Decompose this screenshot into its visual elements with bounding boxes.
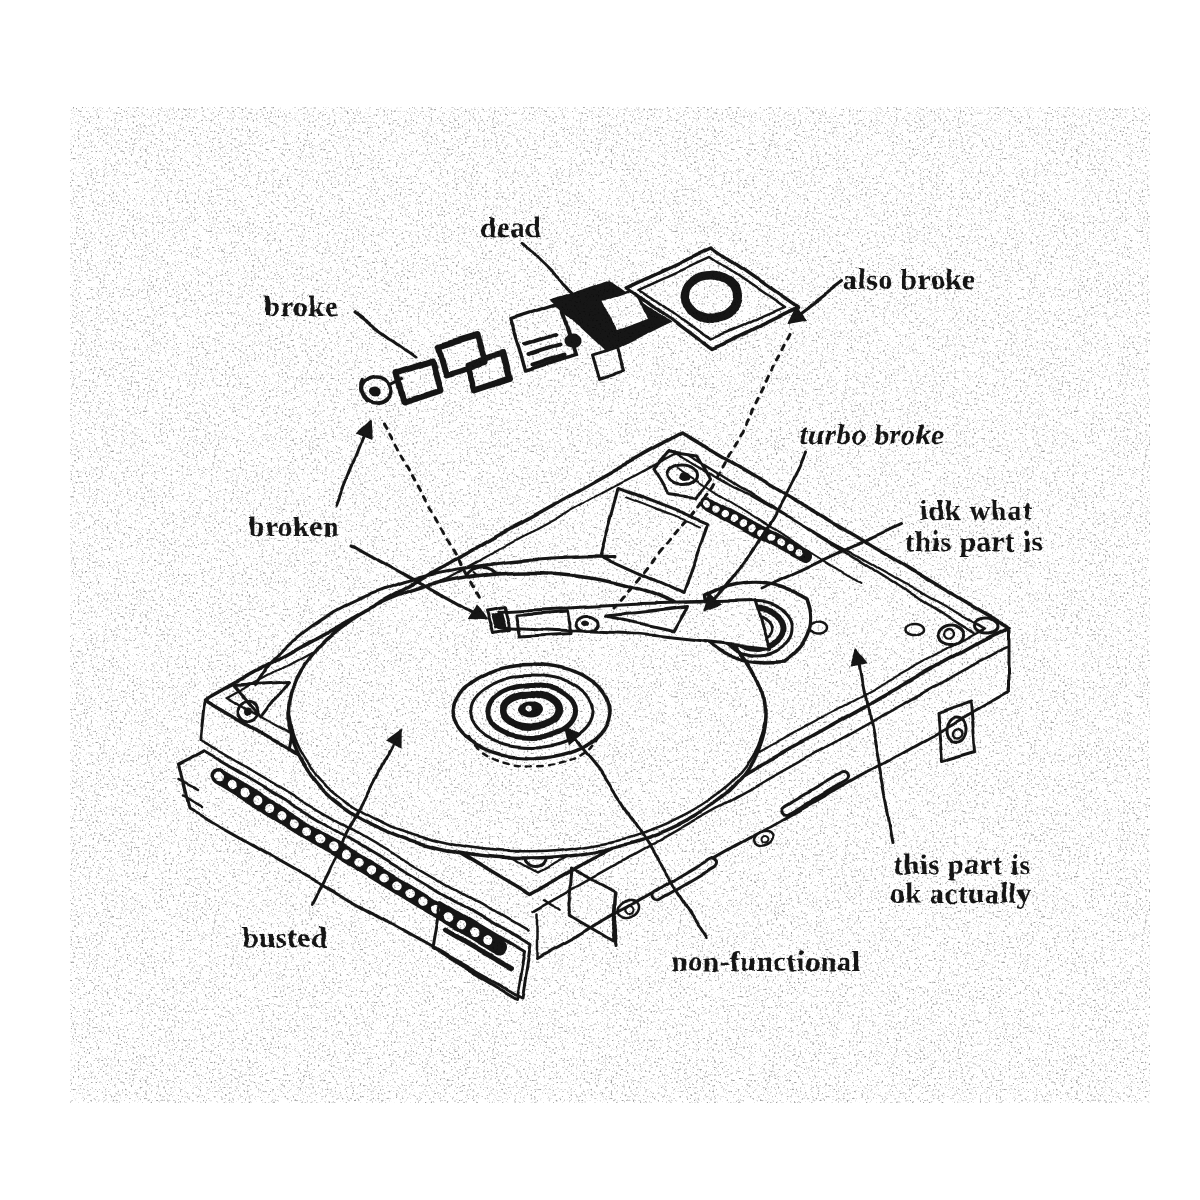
scan-noise-overlay [160,190,1060,1020]
